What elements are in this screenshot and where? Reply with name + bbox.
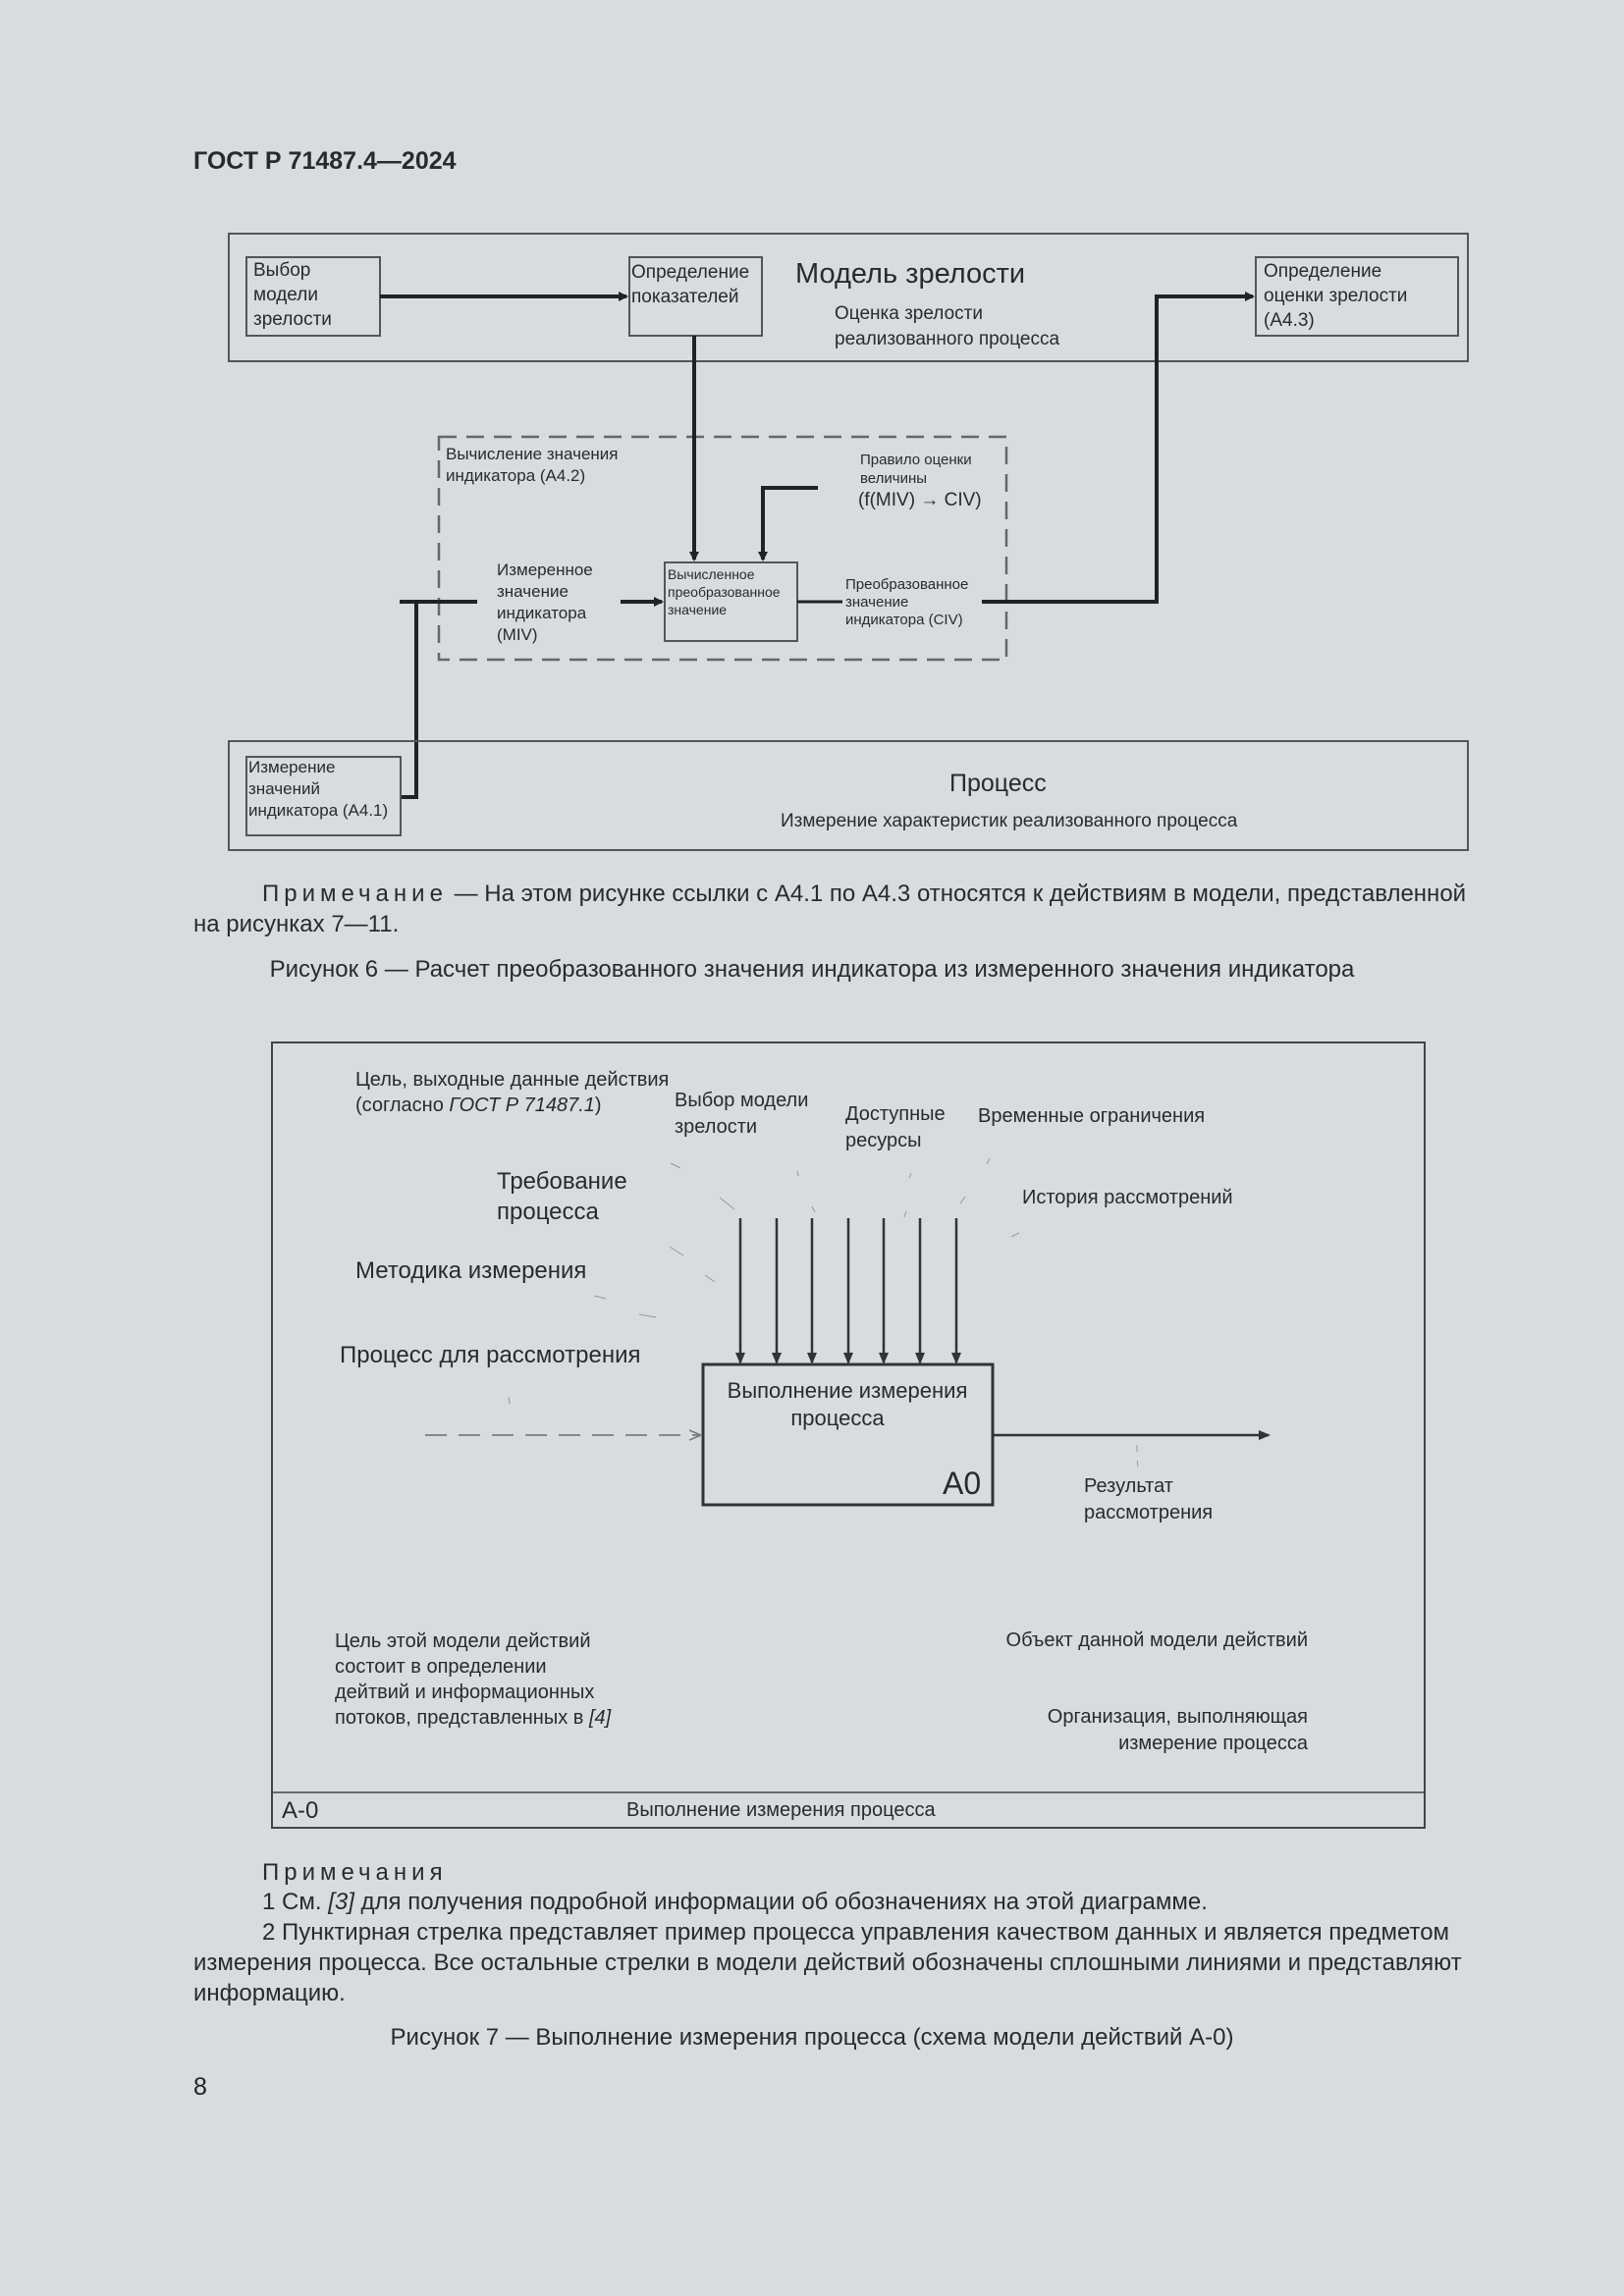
svg-text:Временные ограничения: Временные ограничения — [978, 1105, 1205, 1127]
svg-text:значение: значение — [668, 602, 727, 617]
maturity-assessment-box — [1255, 256, 1459, 337]
svg-text:модели: модели — [253, 285, 318, 305]
svg-text:(MIV): (MIV) — [497, 625, 538, 644]
figure-7-diagram: Цель, выходные данные действия (согласно… — [271, 1041, 1426, 1829]
svg-text:дейтвий и информационных: дейтвий и информационных — [335, 1682, 594, 1703]
svg-text:рассмотрения: рассмотрения — [1084, 1502, 1213, 1523]
svg-text:процесса: процесса — [497, 1199, 600, 1225]
process-title: Процесс — [949, 770, 1047, 797]
svg-text:процесса: процесса — [790, 1406, 885, 1430]
notes-label: Примечания — [262, 1859, 448, 1886]
svg-text:ресурсы: ресурсы — [845, 1130, 922, 1151]
svg-text:Вычисление значения: Вычисление значения — [446, 445, 619, 463]
document-header: ГОСТ Р 71487.4—2024 — [193, 147, 457, 175]
svg-text:Цель этой модели действий: Цель этой модели действий — [335, 1630, 591, 1652]
note-1: 1 См. [3] для получения подробной информ… — [262, 1889, 1208, 1915]
svg-text:Доступные: Доступные — [845, 1103, 946, 1125]
svg-text:Требование: Требование — [497, 1168, 627, 1195]
svg-text:Результат: Результат — [1084, 1475, 1173, 1497]
svg-text:преобразованное: преобразованное — [668, 584, 781, 600]
svg-text:значение: значение — [845, 594, 908, 611]
figure7-caption: Рисунок 7 — Выполнение измерения процесс… — [390, 2024, 1234, 2051]
maturity-model-box — [228, 233, 1469, 362]
svg-text:Выбор модели: Выбор модели — [675, 1090, 808, 1111]
indicator-calc-box — [437, 435, 1008, 662]
svg-text:индикатора (А4.1): индикатора (А4.1) — [248, 801, 388, 820]
svg-text:Измерение: Измерение — [248, 758, 335, 776]
svg-text:индикатора (А4.2): индикатора (А4.2) — [446, 466, 585, 485]
svg-text:Объект данной модели действий: Объект данной модели действий — [1006, 1629, 1308, 1651]
svg-text:потоков, представленных в [4]: потоков, представленных в [4] — [335, 1707, 612, 1729]
svg-text:показателей: показателей — [631, 287, 739, 307]
activity-code: A0 — [943, 1466, 981, 1501]
a0-frame — [271, 1041, 1426, 1829]
footer-code: A-0 — [282, 1797, 318, 1824]
svg-text:Процесс для рассмотрения: Процесс для рассмотрения — [340, 1342, 640, 1368]
svg-text:реализованного процесса: реализованного процесса — [835, 329, 1059, 349]
svg-text:Определение: Определение — [631, 262, 749, 283]
figure6-note-cont: на рисунках 7—11. — [193, 911, 400, 937]
svg-text:состоит в определении: состоит в определении — [335, 1656, 547, 1678]
svg-text:Оценка зрелости: Оценка зрелости — [835, 303, 983, 324]
svg-text:Правило оценки: Правило оценки — [860, 452, 972, 468]
figure-6-diagram: Модель зрелости Оценка зрелости реализов… — [228, 233, 1469, 851]
figure6-caption: Рисунок 6 — Расчет преобразованного знач… — [269, 956, 1355, 983]
svg-text:оценки зрелости: оценки зрелости — [1264, 286, 1407, 306]
svg-text:(согласно ГОСТ Р 71487.1): (согласно ГОСТ Р 71487.1) — [355, 1095, 602, 1116]
process-box — [228, 740, 1469, 851]
svg-text:Выполнение измерения: Выполнение измерения — [728, 1378, 968, 1403]
svg-text:Организация, выполняющая: Организация, выполняющая — [1048, 1706, 1308, 1728]
svg-text:Выбор: Выбор — [253, 260, 310, 281]
note-2-line2: измерения процесса. Все остальные стрелк… — [193, 1949, 1462, 1976]
top-box-title: Модель зрелости — [795, 258, 1025, 290]
svg-text:Измеренное: Измеренное — [497, 561, 593, 579]
measurement-box — [245, 756, 402, 836]
svg-text:индикатора (CIV): индикатора (CIV) — [845, 612, 963, 628]
svg-text:Методика измерения: Методика измерения — [355, 1257, 586, 1284]
svg-text:зрелости: зрелости — [253, 309, 332, 330]
note-2-line1: 2 Пунктирная стрелка представляет пример… — [262, 1919, 1450, 1946]
svg-text:измерение процесса: измерение процесса — [1118, 1733, 1309, 1754]
svg-text:Измерение характеристик реализ: Измерение характеристик реализованного п… — [781, 811, 1238, 831]
footer-title: Выполнение измерения процесса — [626, 1799, 936, 1821]
page-number: 8 — [193, 2073, 207, 2101]
svg-text:зрелости: зрелости — [675, 1116, 757, 1138]
svg-text:Цель, выходные данные действия: Цель, выходные данные действия — [355, 1069, 669, 1091]
svg-text:значение: значение — [497, 582, 568, 601]
figure6-note: Примечание — На этом рисунке ссылки с А4… — [262, 881, 1467, 907]
svg-text:Преобразованное: Преобразованное — [845, 576, 968, 593]
svg-text:индикатора: индикатора — [497, 604, 587, 622]
svg-text:(f(MIV) → CIV): (f(MIV) → CIV) — [858, 490, 982, 510]
svg-text:Вычисленное: Вычисленное — [668, 566, 755, 582]
note-2-line3: информацию. — [193, 1980, 346, 2006]
svg-text:величины: величины — [860, 470, 927, 487]
svg-text:значений: значений — [248, 779, 320, 798]
svg-text:(А4.3): (А4.3) — [1264, 310, 1315, 331]
svg-text:История рассмотрений: История рассмотрений — [1022, 1187, 1233, 1208]
svg-text:Определение: Определение — [1264, 261, 1381, 282]
